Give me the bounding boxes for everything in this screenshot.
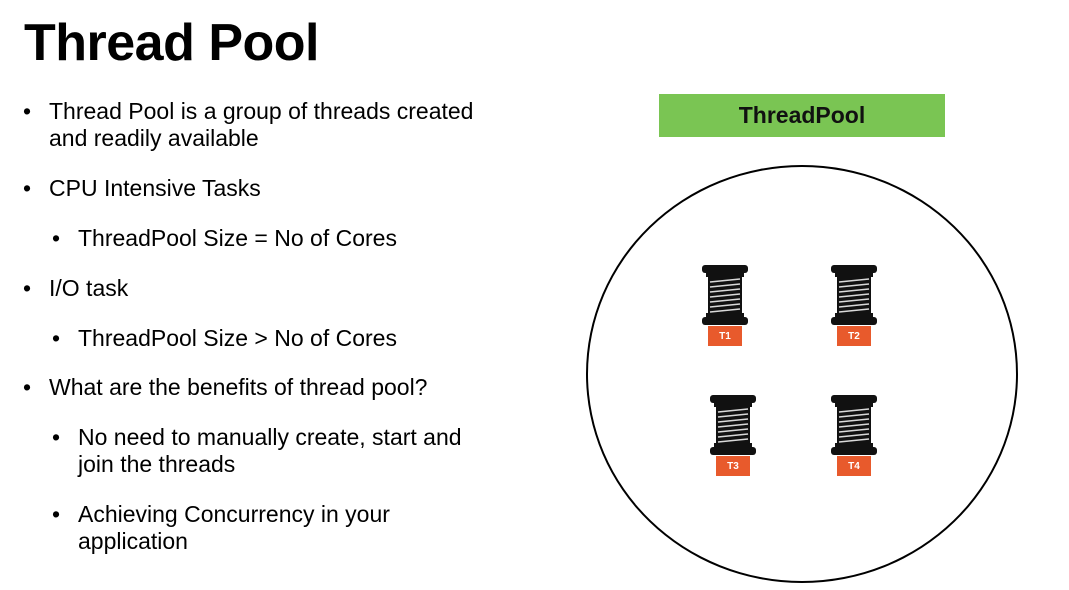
thread-spool-icon: T1 xyxy=(700,264,750,354)
thread-label: T1 xyxy=(708,326,742,346)
threadpool-label: ThreadPool xyxy=(659,94,945,137)
bullet-item: • ThreadPool Size = No of Cores xyxy=(52,225,397,252)
spool-icon xyxy=(702,265,748,325)
bullet-list: • Thread Pool is a group of threads crea… xyxy=(23,98,474,555)
bullet-item: • CPU Intensive Tasks xyxy=(23,175,261,202)
bullet-marker: • xyxy=(52,424,61,450)
bullet-marker: • xyxy=(52,225,61,251)
spool-icon xyxy=(831,265,877,325)
bullet-item: • ThreadPool Size > No of Cores xyxy=(52,325,397,352)
bullet-marker: • xyxy=(23,374,32,400)
bullet-marker: • xyxy=(23,175,32,201)
bullet-marker: • xyxy=(23,275,32,301)
bullet-marker: • xyxy=(52,325,61,351)
bullet-item: • No need to manually create, start and … xyxy=(52,424,462,478)
bullet-text: application xyxy=(78,528,188,554)
thread-label: T2 xyxy=(837,326,871,346)
bullet-text: and readily available xyxy=(49,125,259,151)
bullet-text: ThreadPool Size > No of Cores xyxy=(78,325,397,351)
bullet-item: • Thread Pool is a group of threads crea… xyxy=(23,98,474,152)
slide-title: Thread Pool xyxy=(24,14,319,72)
thread-label: T4 xyxy=(837,456,871,476)
bullet-text: I/O task xyxy=(49,275,129,301)
bullet-text: Achieving Concurrency in your xyxy=(78,501,390,527)
thread-spool-icon: T2 xyxy=(829,264,879,354)
thread-label: T3 xyxy=(716,456,750,476)
bullet-item: • I/O task xyxy=(23,275,129,302)
bullet-marker: • xyxy=(23,98,32,124)
spool-icon xyxy=(710,395,756,455)
bullet-text: What are the benefits of thread pool? xyxy=(49,374,428,400)
bullet-item: • Achieving Concurrency in your applicat… xyxy=(52,501,390,555)
thread-spool-icon: T3 xyxy=(708,394,758,484)
bullet-text: join the threads xyxy=(78,451,236,477)
bullet-text: CPU Intensive Tasks xyxy=(49,175,261,201)
spool-icon xyxy=(831,395,877,455)
bullet-marker: • xyxy=(52,501,61,527)
threadpool-circle xyxy=(586,165,1018,583)
bullet-text: ThreadPool Size = No of Cores xyxy=(78,225,397,251)
bullet-item: • What are the benefits of thread pool? xyxy=(23,374,428,401)
thread-spool-icon: T4 xyxy=(829,394,879,484)
bullet-text: Thread Pool is a group of threads create… xyxy=(49,98,474,124)
bullet-text: No need to manually create, start and xyxy=(78,424,462,450)
